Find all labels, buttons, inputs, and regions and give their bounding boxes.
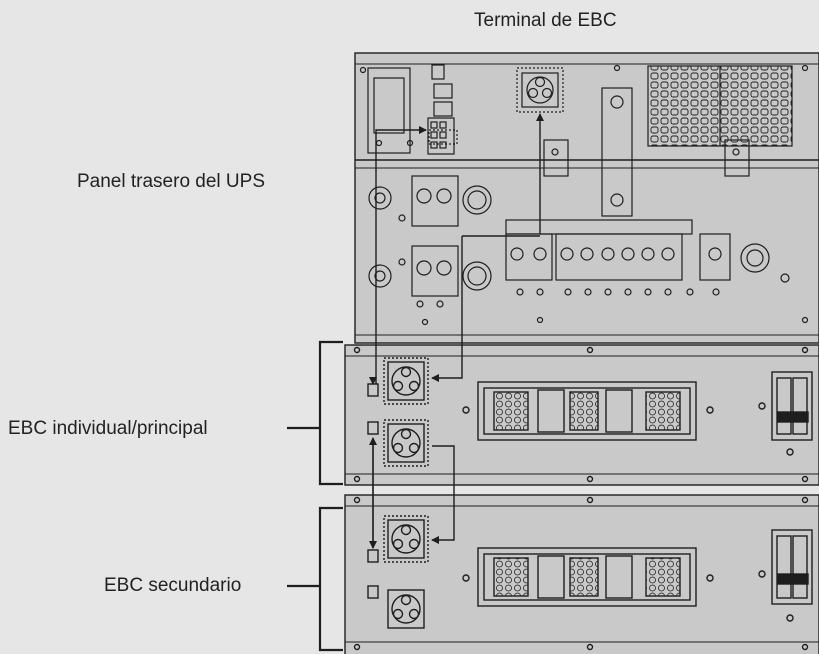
ups-communication-module — [359, 64, 458, 155]
label-ups-rear-panel: Panel trasero del UPS — [77, 171, 265, 192]
ups-power-terminal-block — [421, 219, 809, 326]
wiring-arrows — [369, 113, 544, 549]
arrow-ups-to-ebc-main — [431, 236, 463, 382]
arrow-ebc-main-to-secondary — [431, 445, 455, 544]
arrow-to-comm-port — [375, 126, 427, 140]
ebc-main-module — [344, 344, 819, 486]
label-ebc-secondary: EBC secundario — [104, 575, 242, 596]
ebc-secondary-module — [344, 494, 819, 654]
ups-mounting-bracket — [543, 64, 809, 217]
label-ebc-terminal: Terminal de EBC — [474, 10, 617, 31]
ebc-terminal-connector — [516, 67, 564, 113]
ups-input-breakers — [368, 175, 492, 308]
ups-fan-vent — [647, 65, 793, 147]
bracket-ebc-main — [287, 340, 343, 486]
label-ebc-main: EBC individual/principal — [8, 418, 208, 439]
bracket-ebc-secondary — [287, 506, 343, 652]
